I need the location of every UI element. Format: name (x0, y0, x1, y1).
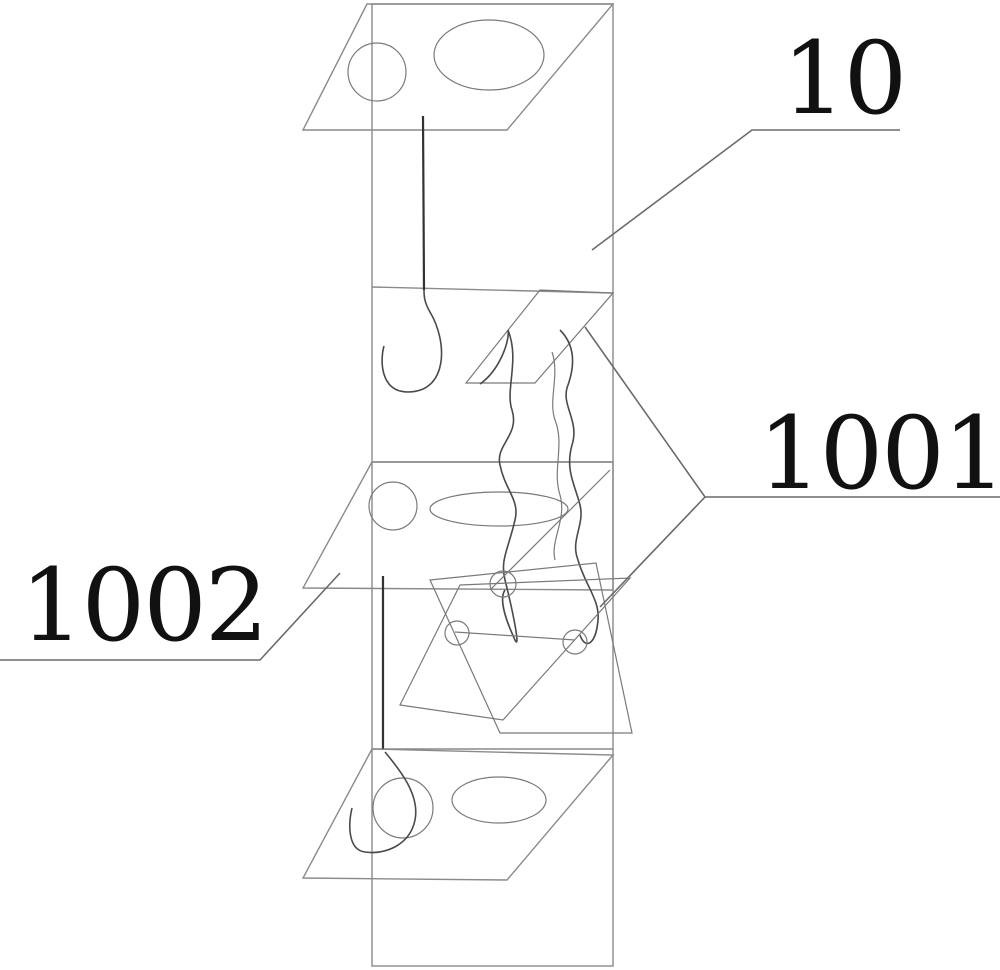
leader-line-1001-lower (600, 497, 705, 607)
top-wire-drop (423, 116, 424, 290)
bottom-plate-large-opening (452, 777, 546, 823)
label-1002: 1002 (20, 547, 267, 664)
top-plate-large-opening (434, 20, 544, 90)
middle-plate-small-opening (369, 482, 417, 530)
middle-plate (303, 462, 613, 590)
bottom-hook-wire (350, 752, 416, 853)
wavy-wire-cross (552, 352, 562, 560)
top-plate (303, 4, 613, 130)
middle-plate-large-opening (430, 492, 568, 526)
label-1001: 1001 (758, 395, 1000, 512)
hook-wire (382, 290, 441, 392)
top-plate-small-opening (348, 43, 406, 101)
lower-inclined-plate-b (400, 578, 630, 720)
column-body (372, 4, 613, 966)
bottom-plate (303, 749, 613, 880)
wavy-wire-left (480, 330, 517, 642)
label-10: 10 (782, 20, 905, 137)
bottom-plate-small-opening (373, 778, 433, 838)
leader-line-10 (592, 130, 900, 250)
